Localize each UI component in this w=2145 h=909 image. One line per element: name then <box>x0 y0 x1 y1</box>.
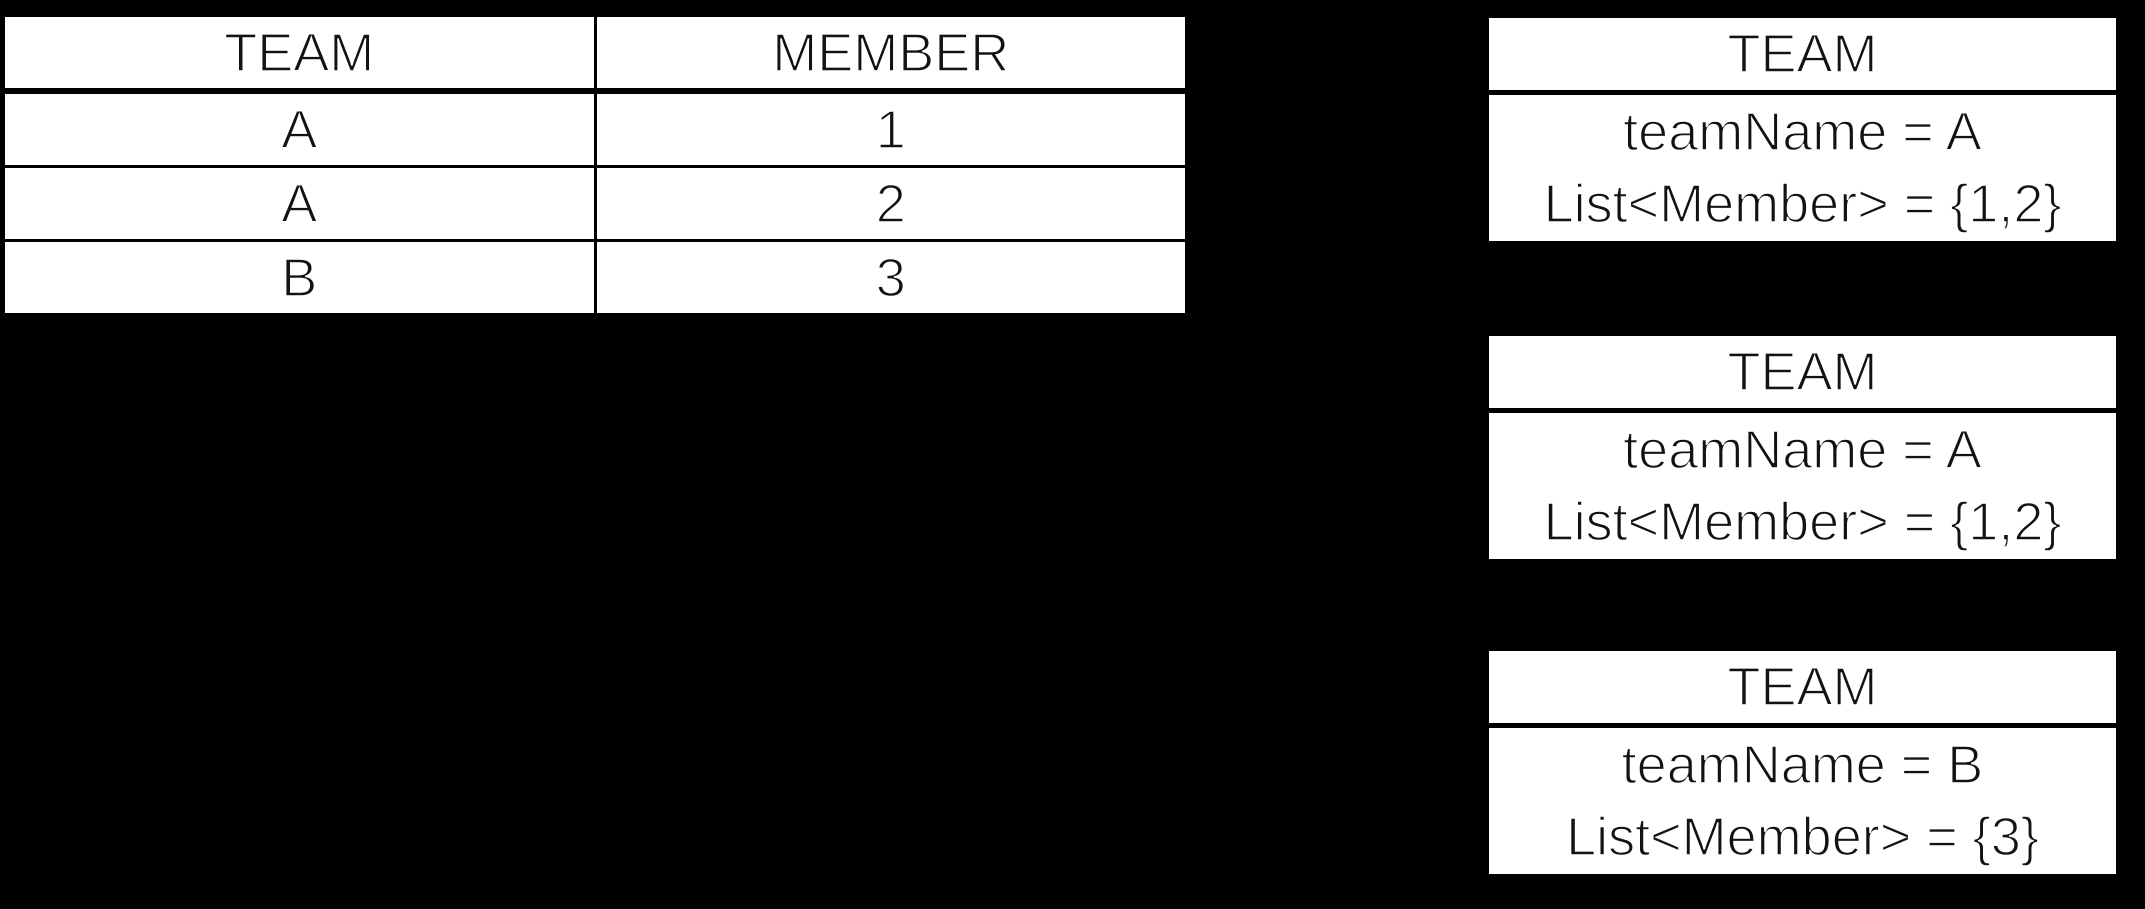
member-cell: 1 <box>593 89 1188 168</box>
column-header-team: TEAM <box>2 14 597 94</box>
join-result-table: TEAM MEMBER A 1 A 2 B 3 <box>2 14 1188 316</box>
table-row: A 2 <box>2 165 1188 242</box>
member-cell: 2 <box>593 165 1188 242</box>
object-field-team-name: teamName = B <box>1621 734 1984 796</box>
object-fields: teamName = A List<Member> = {1,2} <box>1489 95 2116 241</box>
object-field-member-list: List<Member> = {1,2} <box>1543 491 2062 553</box>
object-title: TEAM <box>1489 18 2116 95</box>
team-object-card-2: TEAM teamName = A List<Member> = {1,2} <box>1485 332 2120 563</box>
team-cell: A <box>2 165 597 242</box>
member-cell: 3 <box>593 239 1188 316</box>
team-cell: B <box>2 239 597 316</box>
team-object-card-3: TEAM teamName = B List<Member> = {3} <box>1485 647 2120 878</box>
object-field-team-name: teamName = A <box>1622 101 1982 163</box>
object-field-team-name: teamName = A <box>1622 419 1982 481</box>
object-fields: teamName = B List<Member> = {3} <box>1489 728 2116 874</box>
column-header-member: MEMBER <box>593 14 1188 94</box>
object-title: TEAM <box>1489 336 2116 413</box>
table-row: B 3 <box>2 239 1188 316</box>
object-field-member-list: List<Member> = {3} <box>1565 806 2039 868</box>
team-object-card-1: TEAM teamName = A List<Member> = {1,2} <box>1485 14 2120 245</box>
table-header-row: TEAM MEMBER <box>2 14 1188 94</box>
team-cell: A <box>2 89 597 168</box>
object-fields: teamName = A List<Member> = {1,2} <box>1489 413 2116 559</box>
object-title: TEAM <box>1489 651 2116 728</box>
table-row: A 1 <box>2 89 1188 168</box>
object-field-member-list: List<Member> = {1,2} <box>1543 173 2062 235</box>
